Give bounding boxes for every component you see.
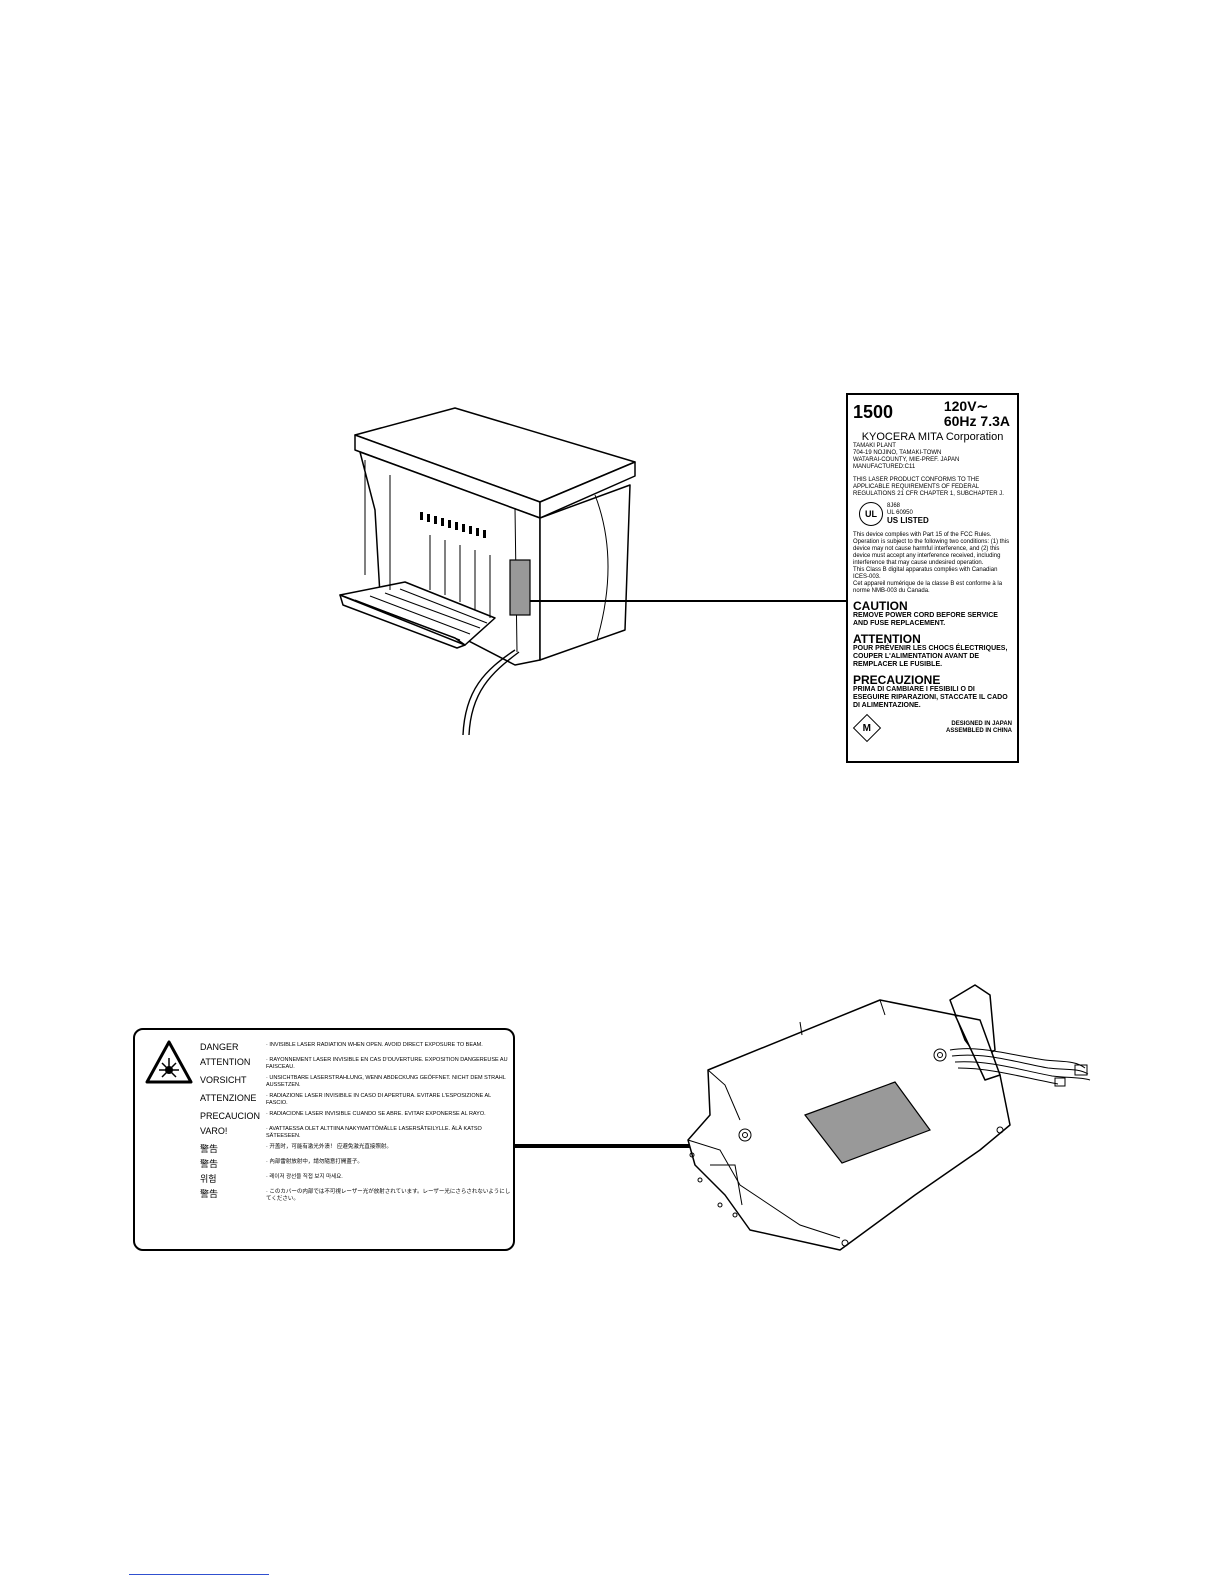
laser-hazard-icon [145,1040,193,1084]
manufacturer-mark-icon: M [852,713,882,743]
copier-illustration [339,407,636,736]
caution-text: REMOVE POWER CORD BEFORE SERVICE AND FUS… [853,612,998,627]
ul-listing: UL 8J68 UL 60950 US LISTED [853,502,1012,526]
frequency-current: 60Hz 7.3A [943,413,1010,429]
plant-address: TAMAKI PLANT 704-19 NOJINO, TAMAKI-TOWN … [853,443,960,470]
laser-warning-label: DANGER · INVISIBLE LASER RADIATION WHEN … [133,1028,515,1251]
warning-row: VORSICHT · UNSICHTBARE LASERSTRAHLUNG, W… [200,1075,506,1088]
warning-row: PRECAUCION · RADIACIONE LASER INVISIBLE … [200,1111,486,1121]
caution-heading: CAUTION [853,599,908,613]
warning-row: 警告 · 內部雷射放射中，請勿隨意打開蓋子。 [200,1159,363,1169]
warning-row: ATTENZIONE · RADIAZIONE LASER INVISIBILE… [200,1093,491,1106]
attention-heading: ATTENTION [853,632,921,646]
canada-text-fr: Cet appareil numérique de la classe B es… [853,581,1003,594]
precauzione-heading: PRECAUZIONE [853,673,941,687]
warning-row: 警告 · このカバーの内部では不可視レーザー光が放射されています。レーザー光にさ… [200,1189,511,1202]
rating-label-pointer [530,600,846,602]
designed-in: DESIGNED IN JAPAN [951,721,1012,727]
laser-scanner-unit-illustration [687,984,1091,1251]
warning-row: 위험 · 레이저 광선을 직접 보지 마세요. [200,1174,343,1184]
warning-row: 警告 · 开盖时，可能有激光外溃！ 应避免激光直接照射。 [200,1144,392,1154]
warning-row: VARO! · AVATTAESSA OLET ALTTIINA NAKYMAT… [200,1126,482,1139]
company-name: KYOCERA MITA Corporation [861,431,1004,443]
laser-conformity-text: THIS LASER PRODUCT CONFORMS TO THE APPLI… [853,477,1004,497]
canada-text: This Class B digital apparatus complies … [853,567,998,580]
assembled-in: ASSEMBLED IN CHINA [945,728,1012,734]
page-link-underline[interactable] [129,1574,269,1575]
warning-row: ATTENTION · RAYONNEMENT LASER INVISIBLE … [200,1057,508,1070]
model-number: 1500 [853,402,894,422]
warning-row: DANGER · INVISIBLE LASER RADIATION WHEN … [200,1042,483,1052]
attention-text: POUR PRÉVENIR LES CHOCS ÉLECTRIQUES, COU… [853,645,1008,668]
ul-logo-icon: UL [859,502,883,526]
precauzione-text: PRIMA DI CAMBIARE I FESIBILI O DI ESEGUI… [853,686,1008,709]
voltage: 120V∼ [943,398,989,414]
rating-label: 1500 120V∼ 60Hz 7.3A KYOCERA MITA Corpor… [846,393,1019,763]
fcc-text: This device complies with Part 15 of the… [853,532,1010,566]
